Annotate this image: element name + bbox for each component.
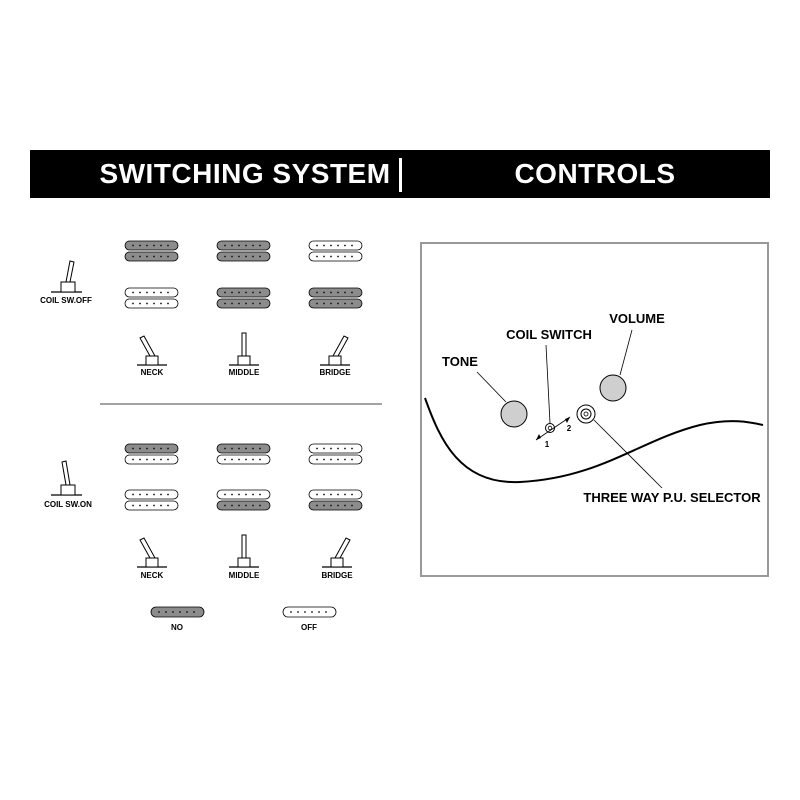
humbucker-bridge-on-2 [216, 489, 271, 511]
controls-title: CONTROLS [514, 158, 676, 189]
coil-on-label: COIL SW.ON [44, 500, 92, 509]
selector-bridge-icon [320, 335, 350, 366]
coil-switch-throw-arrow [535, 416, 571, 441]
coil-position-2-label: 2 [567, 424, 572, 433]
selector-middle-icon [229, 332, 259, 366]
legend-active-label: NO [171, 623, 183, 632]
tone-label: TONE [442, 354, 478, 369]
coil-off-label: COIL SW.OFF [40, 296, 92, 305]
coil-switch-icon [545, 423, 555, 433]
coil-switch-label: COIL SWITCH [506, 327, 592, 342]
humbucker-bridge-on [124, 489, 179, 511]
humbucker-bridge-off-2 [216, 287, 271, 309]
volume-knob-icon [599, 374, 627, 402]
tone-knob-icon [500, 400, 528, 428]
three-way-label: THREE WAY P.U. SELECTOR [583, 490, 761, 505]
volume-leader [619, 329, 633, 376]
position-neck-on-label: NECK [141, 571, 164, 580]
humbucker-bridge-on-3 [308, 489, 363, 511]
humbucker-neck-off-2 [216, 240, 271, 262]
position-bridge-label: BRIDGE [319, 368, 351, 377]
humbucker-bridge-off-3 [308, 287, 363, 309]
three-way-leader [593, 419, 663, 489]
switching-system-title: SWITCHING SYSTEM [99, 158, 391, 189]
header-divider [399, 158, 402, 192]
controls-panel [420, 242, 769, 577]
tone-leader [476, 371, 507, 403]
position-middle-label: MIDDLE [229, 368, 260, 377]
humbucker-neck-on-2 [216, 443, 271, 465]
selector-bridge-on-icon [322, 537, 352, 568]
volume-label: VOLUME [609, 311, 665, 326]
selector-neck-on-icon [137, 537, 167, 568]
humbucker-neck-on-3 [308, 443, 363, 465]
legend-inactive-label: OFF [301, 623, 317, 632]
selector-middle-on-icon [229, 534, 259, 568]
humbucker-neck-off-3 [308, 240, 363, 262]
guitar-body-edge [424, 397, 764, 484]
coil-on-toggle-icon [51, 460, 82, 496]
coil-position-1-label: 1 [545, 440, 550, 449]
position-middle-on-label: MIDDLE [229, 571, 260, 580]
coil-off-toggle-icon [51, 260, 82, 293]
coil-switch-leader [545, 344, 551, 424]
humbucker-bridge-off [124, 287, 179, 309]
position-neck-label: NECK [141, 368, 164, 377]
humbucker-neck-off [124, 240, 179, 262]
legend-inactive-coil [282, 606, 337, 618]
header-bar: SWITCHING SYSTEM CONTROLS [30, 150, 770, 198]
humbucker-neck-on [124, 443, 179, 465]
position-bridge-on-label: BRIDGE [321, 571, 353, 580]
legend-active-coil [150, 606, 205, 618]
selector-neck-icon [137, 335, 167, 366]
